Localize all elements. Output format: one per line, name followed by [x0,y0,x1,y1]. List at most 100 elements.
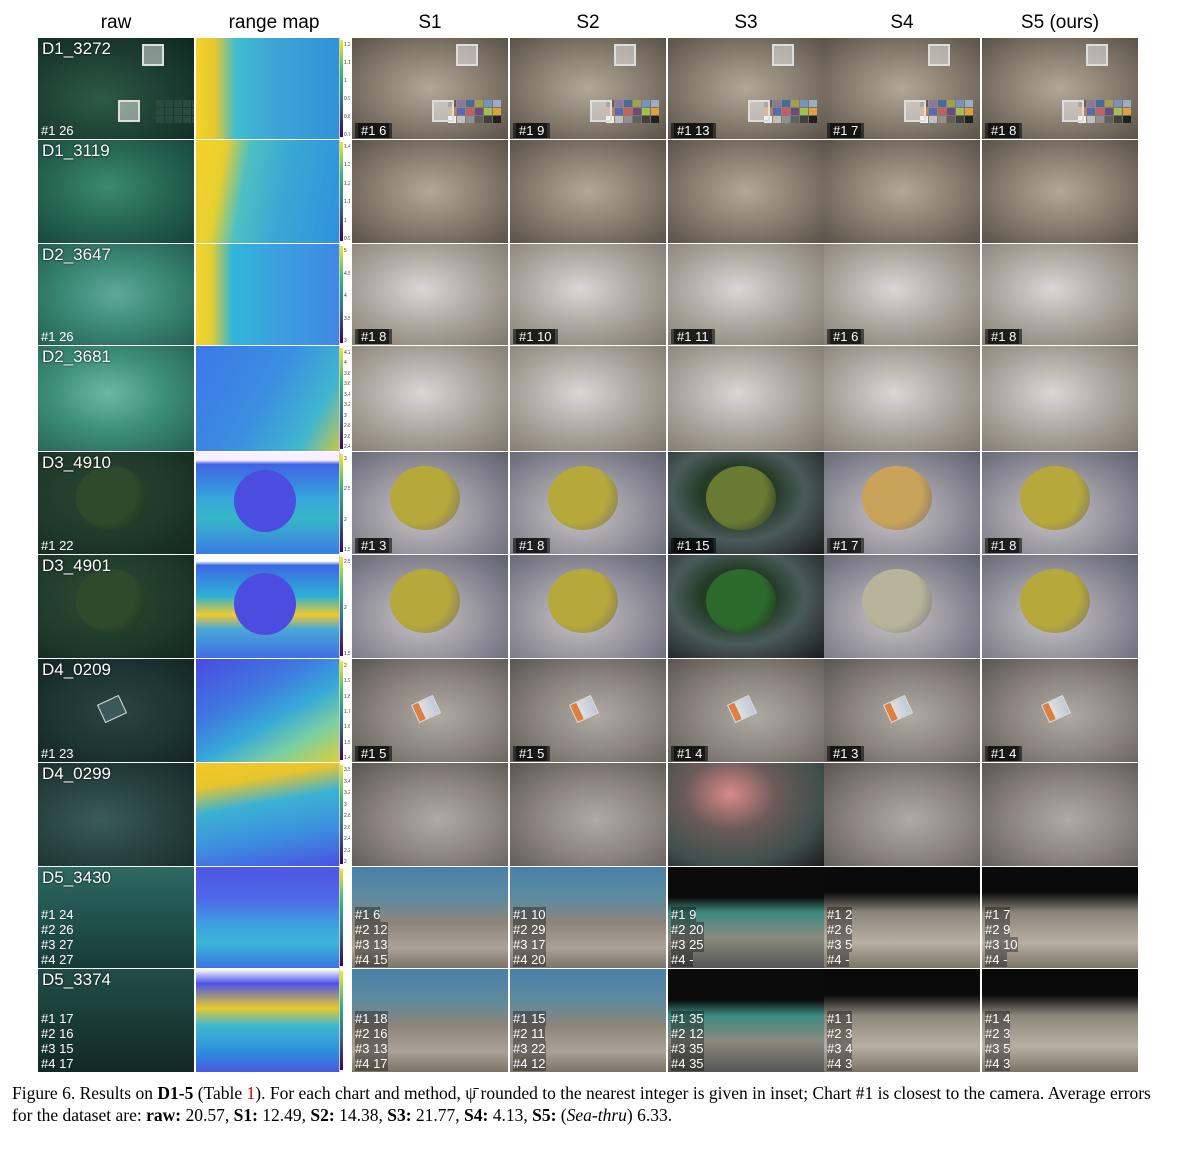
colorbar-tick-label: 2.2 [344,847,350,854]
error-inset-value: #1 8 [516,538,548,553]
color-patch [1114,100,1122,107]
restored-image-s4: #1 2#2 6#3 5#4 - [824,867,980,968]
colorbar-tick-label: 2 [344,663,347,669]
colorbar-tick-label: 1.5 [344,651,350,657]
color-patch [493,108,501,115]
restored-image-s2: #1 10#2 29#3 17#4 20 [510,867,666,968]
color-patch [642,108,650,115]
restored-image-s1: #1 6#2 12#3 13#4 15 [352,867,508,968]
reference-square [748,100,770,122]
caption-raw-label: raw: [146,1105,182,1125]
reference-square [1086,44,1108,66]
color-patch [165,116,173,123]
colorbar-tick-label: 0.7 [344,132,350,138]
color-patch [466,100,474,107]
error-inset-value: #1 22 [41,538,74,553]
error-inset-value: #4 - [985,952,1008,967]
color-patch [624,116,632,123]
image-id-label: D5_3374 [42,970,112,989]
image-background [196,867,350,968]
error-inset: #1 1#2 3#3 4#4 3 [827,1011,853,1071]
range-colorbar [339,969,350,1072]
color-patch [773,108,781,115]
error-inset-value: #2 16 [41,1026,74,1041]
error-inset-value: #1 7 [830,123,862,138]
color-patch [956,100,964,107]
caption-text: ). For each chart and method, ψ̄ rounded… [12,1083,1151,1125]
error-inset: #1 35#2 12#3 35#4 35 [671,1011,704,1071]
error-inset-value: #1 6 [358,123,390,138]
error-inset: #1 24#2 26#3 27#4 27 [41,907,74,967]
color-patch [615,116,623,123]
colorbar-tick-label: 0.8 [344,114,350,120]
color-patch [938,100,946,107]
error-inset-value: #1 5 [358,746,390,761]
image-background [668,867,824,968]
error-inset-value: #1 1 [827,1011,853,1026]
color-patch [457,116,465,123]
color-patch [651,108,659,115]
error-inset-value: #1 24 [41,907,74,922]
error-inset: #1 13 [671,123,716,138]
table-reference-link[interactable]: 1 [246,1083,256,1103]
error-inset-value: #2 3 [827,1026,853,1041]
error-inset: #1 11 [671,329,715,344]
error-inset-value: #2 26 [41,922,74,937]
error-inset-value: #4 20 [513,952,546,967]
image-background [352,346,508,451]
caption-dataset: D1-5 [157,1083,194,1103]
error-inset-value: #2 12 [671,1026,704,1041]
error-inset: #1 26 [41,123,74,138]
coral-blob [548,466,618,530]
color-patch [156,108,164,115]
error-inset: #1 18#2 16#3 13#4 17 [355,1011,388,1071]
error-inset-value: #4 12 [513,1056,546,1071]
error-inset-value: #1 7 [985,907,1011,922]
colorbar-gradient [340,40,343,137]
color-checker-chart [920,100,976,124]
restored-image-s4 [824,140,980,243]
caption-s5-name: Sea-thru [566,1105,627,1125]
range-map-image [196,867,350,968]
caption-s1-label: S1: [233,1105,258,1125]
error-inset-value: #1 8 [988,329,1020,344]
raw-image: D2_3681 [38,346,194,451]
image-background [38,867,194,968]
color-patch [773,100,781,107]
colorbar-tick-label: 4 [344,293,347,299]
error-inset: #1 4 [671,746,709,761]
coral-blob [706,466,776,530]
image-id-label: D2_3681 [42,347,112,366]
error-inset: #1 17#2 16#3 15#4 17 [41,1011,74,1071]
image-background [352,763,508,866]
coral-blob [390,466,460,530]
restored-image-s4: #1 6 [824,244,980,345]
image-id-label: D2_3647 [42,245,112,264]
error-inset-value: #3 4 [827,1041,853,1056]
image-background [510,969,666,1072]
color-patch [174,108,182,115]
image-background [510,867,666,968]
error-inset-value: #1 2 [827,907,853,922]
image-background [510,346,666,451]
restored-image-s1 [352,763,508,866]
reference-square [142,44,164,66]
colorbar-tick-label: 1.5 [344,547,350,553]
image-background [668,969,824,1072]
caption-s2-label: S2: [310,1105,335,1125]
error-inset-value: #1 4 [985,1011,1011,1026]
range-map-image [196,969,350,1072]
error-inset-value: #1 35 [671,1011,704,1026]
color-patch [484,116,492,123]
color-patch [929,116,937,123]
color-patch [938,116,946,123]
restored-image-s2 [510,763,666,866]
coral-blob [548,569,618,633]
restored-image-s1 [352,140,508,243]
column-header: range map [228,12,320,33]
error-inset-value: #3 22 [513,1041,546,1056]
